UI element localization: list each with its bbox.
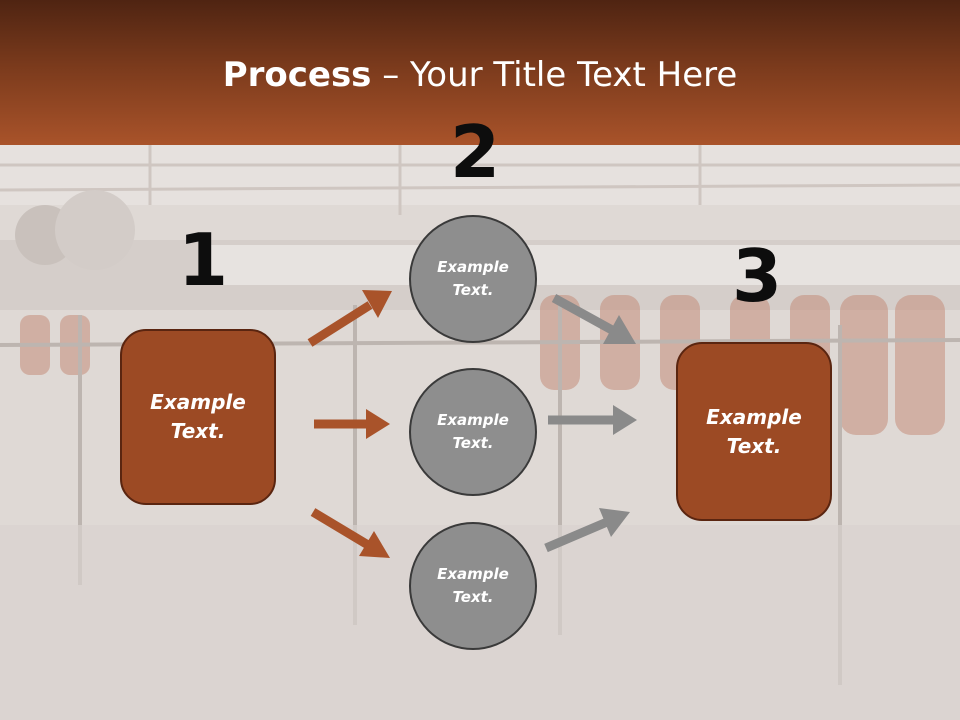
arrow-right-up	[544, 508, 630, 553]
circle-bottom-line2: Text.	[452, 588, 494, 606]
arrow-right-middle	[548, 405, 637, 435]
step-1-line2: Text.	[170, 419, 226, 443]
title-rest: – Your Title Text Here	[371, 55, 738, 95]
circle-middle-line1: Example	[437, 411, 509, 429]
circle-bottom-line1: Example	[437, 565, 509, 583]
step-number-1: 1	[178, 218, 229, 302]
step-number-2: 2	[450, 110, 501, 194]
step-1-line1: Example	[150, 390, 246, 414]
step-number-3: 3	[732, 234, 783, 318]
step-3-line2: Text.	[726, 433, 782, 458]
circle-top-line2: Text.	[452, 281, 494, 299]
circle-top-line1: Example	[437, 258, 509, 276]
step-3-line1: Example	[706, 404, 802, 429]
title-bold: Process	[222, 55, 372, 95]
circle-middle-line2: Text.	[452, 434, 494, 452]
slide-title: Process – Your Title Text Here	[0, 52, 960, 98]
arrow-left-middle	[314, 409, 390, 439]
arrow-right-down	[551, 294, 636, 344]
title-bar	[0, 0, 960, 145]
arrow-left-up	[307, 290, 392, 347]
arrow-left-down	[310, 508, 390, 558]
